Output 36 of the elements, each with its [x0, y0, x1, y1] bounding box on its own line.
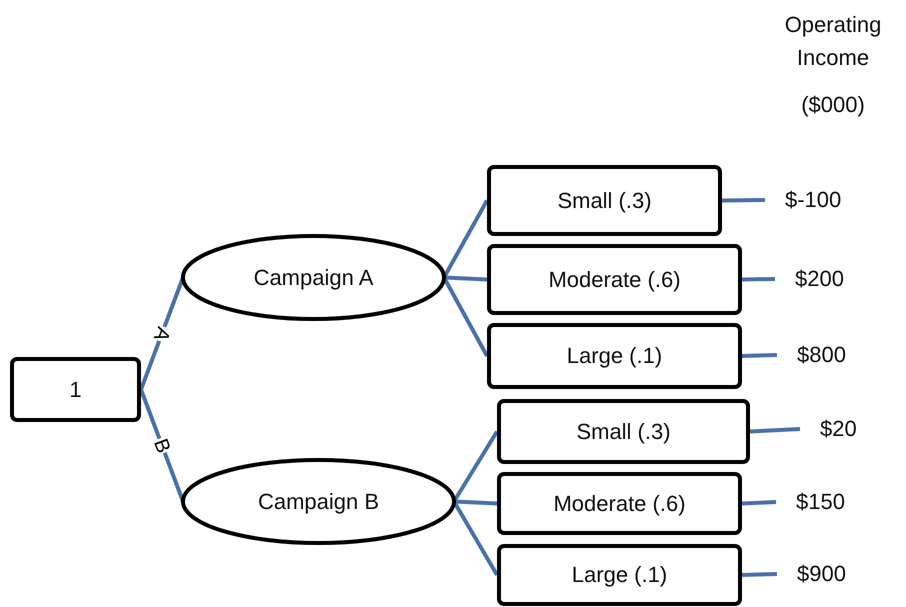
column-header: Operating Income: [784, 11, 882, 72]
node-label: Large (.1): [572, 562, 668, 588]
decision-box: [10, 357, 141, 422]
branch-line: [742, 500, 776, 506]
node-label: Small (.3): [557, 188, 652, 214]
node-label: Large (.1): [566, 343, 662, 369]
payoff-value: $200: [795, 266, 844, 292]
branch-line: [442, 276, 489, 357]
branch-line: [742, 277, 776, 282]
outcome-box: [497, 399, 750, 464]
branch-line: [722, 198, 766, 202]
payoff-value: $900: [797, 561, 846, 587]
node-label: Moderate (.6): [553, 490, 686, 516]
column-header: ($000): [800, 91, 866, 119]
node-label: Campaign B: [258, 488, 380, 514]
branch-line: [454, 500, 498, 506]
node-label: Small (.3): [576, 418, 671, 444]
outcome-box: [487, 323, 742, 389]
payoff-value: $150: [796, 489, 845, 515]
branch-line: [742, 353, 778, 358]
branch-line: [139, 388, 185, 502]
branch-line: [139, 276, 185, 390]
outcome-box: [497, 544, 742, 606]
branch-line: [442, 200, 489, 278]
branch-line: [742, 572, 778, 577]
branch-line: [750, 427, 800, 434]
branch-line: [444, 276, 488, 282]
outcome-box: [497, 472, 742, 535]
node-label: Campaign A: [254, 264, 374, 290]
outcome-box: [487, 244, 742, 315]
payoff-value: $20: [820, 416, 857, 442]
payoff-value: $-100: [785, 187, 842, 213]
outcome-box: [487, 165, 722, 236]
node-label: Moderate (.6): [548, 266, 681, 292]
payoff-value: $800: [797, 342, 846, 368]
node-label: 1: [69, 376, 82, 402]
